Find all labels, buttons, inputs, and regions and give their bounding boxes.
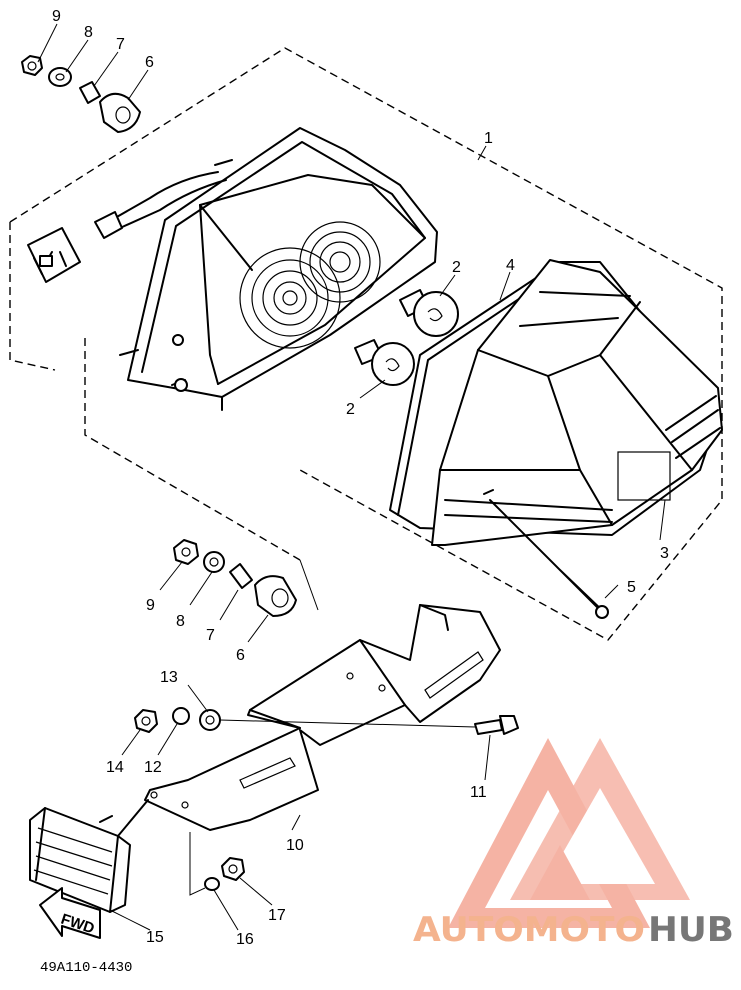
callout-leaders xyxy=(37,23,666,931)
callout-10: 10 xyxy=(286,837,304,854)
callout-4: 4 xyxy=(506,257,515,274)
assembly-boundary xyxy=(9,47,723,641)
callout-2b: 2 xyxy=(346,401,355,418)
top-hardware-set xyxy=(21,55,141,133)
watermark-logo xyxy=(448,738,690,928)
washer-8a xyxy=(48,67,72,87)
bulb-upper xyxy=(399,289,459,337)
watermark-text: AUTOMOTO HUB xyxy=(413,910,734,950)
callout-numbers: 9 8 7 6 1 2 4 2 3 5 9 8 7 6 13 14 12 11 … xyxy=(52,8,669,948)
callout-2a: 2 xyxy=(452,259,461,276)
part-code: 49A110-4430 xyxy=(40,960,132,976)
bracket-10 xyxy=(144,604,501,831)
wire-connector xyxy=(27,227,81,283)
nut-9b xyxy=(173,539,199,565)
callout-8a: 8 xyxy=(84,24,93,41)
callout-16: 16 xyxy=(236,931,254,948)
collar-7b xyxy=(229,563,253,589)
nut-14 xyxy=(134,709,158,733)
washer-16 xyxy=(204,877,220,891)
callout-12: 12 xyxy=(144,759,162,776)
watermark-gray-text: HUB xyxy=(648,910,734,950)
wiring-harness xyxy=(114,171,227,229)
lens-rings xyxy=(239,221,381,349)
callout-7b: 7 xyxy=(206,627,215,644)
sub-assembly-boundary xyxy=(84,338,301,561)
callout-11: 11 xyxy=(470,784,487,801)
bolt-11 xyxy=(474,719,503,735)
callout-6a: 6 xyxy=(145,54,154,71)
bulb-lower xyxy=(354,339,415,386)
fwd-arrow: FWD xyxy=(39,887,101,939)
washer-12 xyxy=(172,707,190,725)
washer-13 xyxy=(199,709,221,731)
nut-9a xyxy=(21,55,43,76)
collar-7a xyxy=(79,81,101,104)
callout-15: 15 xyxy=(146,929,164,946)
lamp-housing xyxy=(27,127,438,411)
reflector-15 xyxy=(29,799,149,913)
watermark-red-text: AUTOMOTO xyxy=(413,910,645,950)
callout-9a: 9 xyxy=(52,8,61,25)
callout-14: 14 xyxy=(106,759,124,776)
callout-3: 3 xyxy=(660,545,669,562)
callout-17: 17 xyxy=(268,907,286,924)
callout-13: 13 xyxy=(160,669,178,686)
housing-outer xyxy=(127,127,438,398)
callout-1: 1 xyxy=(484,130,493,147)
middle-hardware-set xyxy=(173,539,297,617)
callout-9b: 9 xyxy=(146,597,155,614)
callout-8b: 8 xyxy=(176,613,185,630)
callout-5: 5 xyxy=(627,579,636,596)
nut-17 xyxy=(221,857,245,881)
callout-7a: 7 xyxy=(116,36,125,53)
lens-3 xyxy=(431,259,723,546)
washer-8b xyxy=(203,551,225,573)
callout-6b: 6 xyxy=(236,647,245,664)
grommet-6a xyxy=(99,92,141,133)
grommet-6b xyxy=(254,575,297,617)
